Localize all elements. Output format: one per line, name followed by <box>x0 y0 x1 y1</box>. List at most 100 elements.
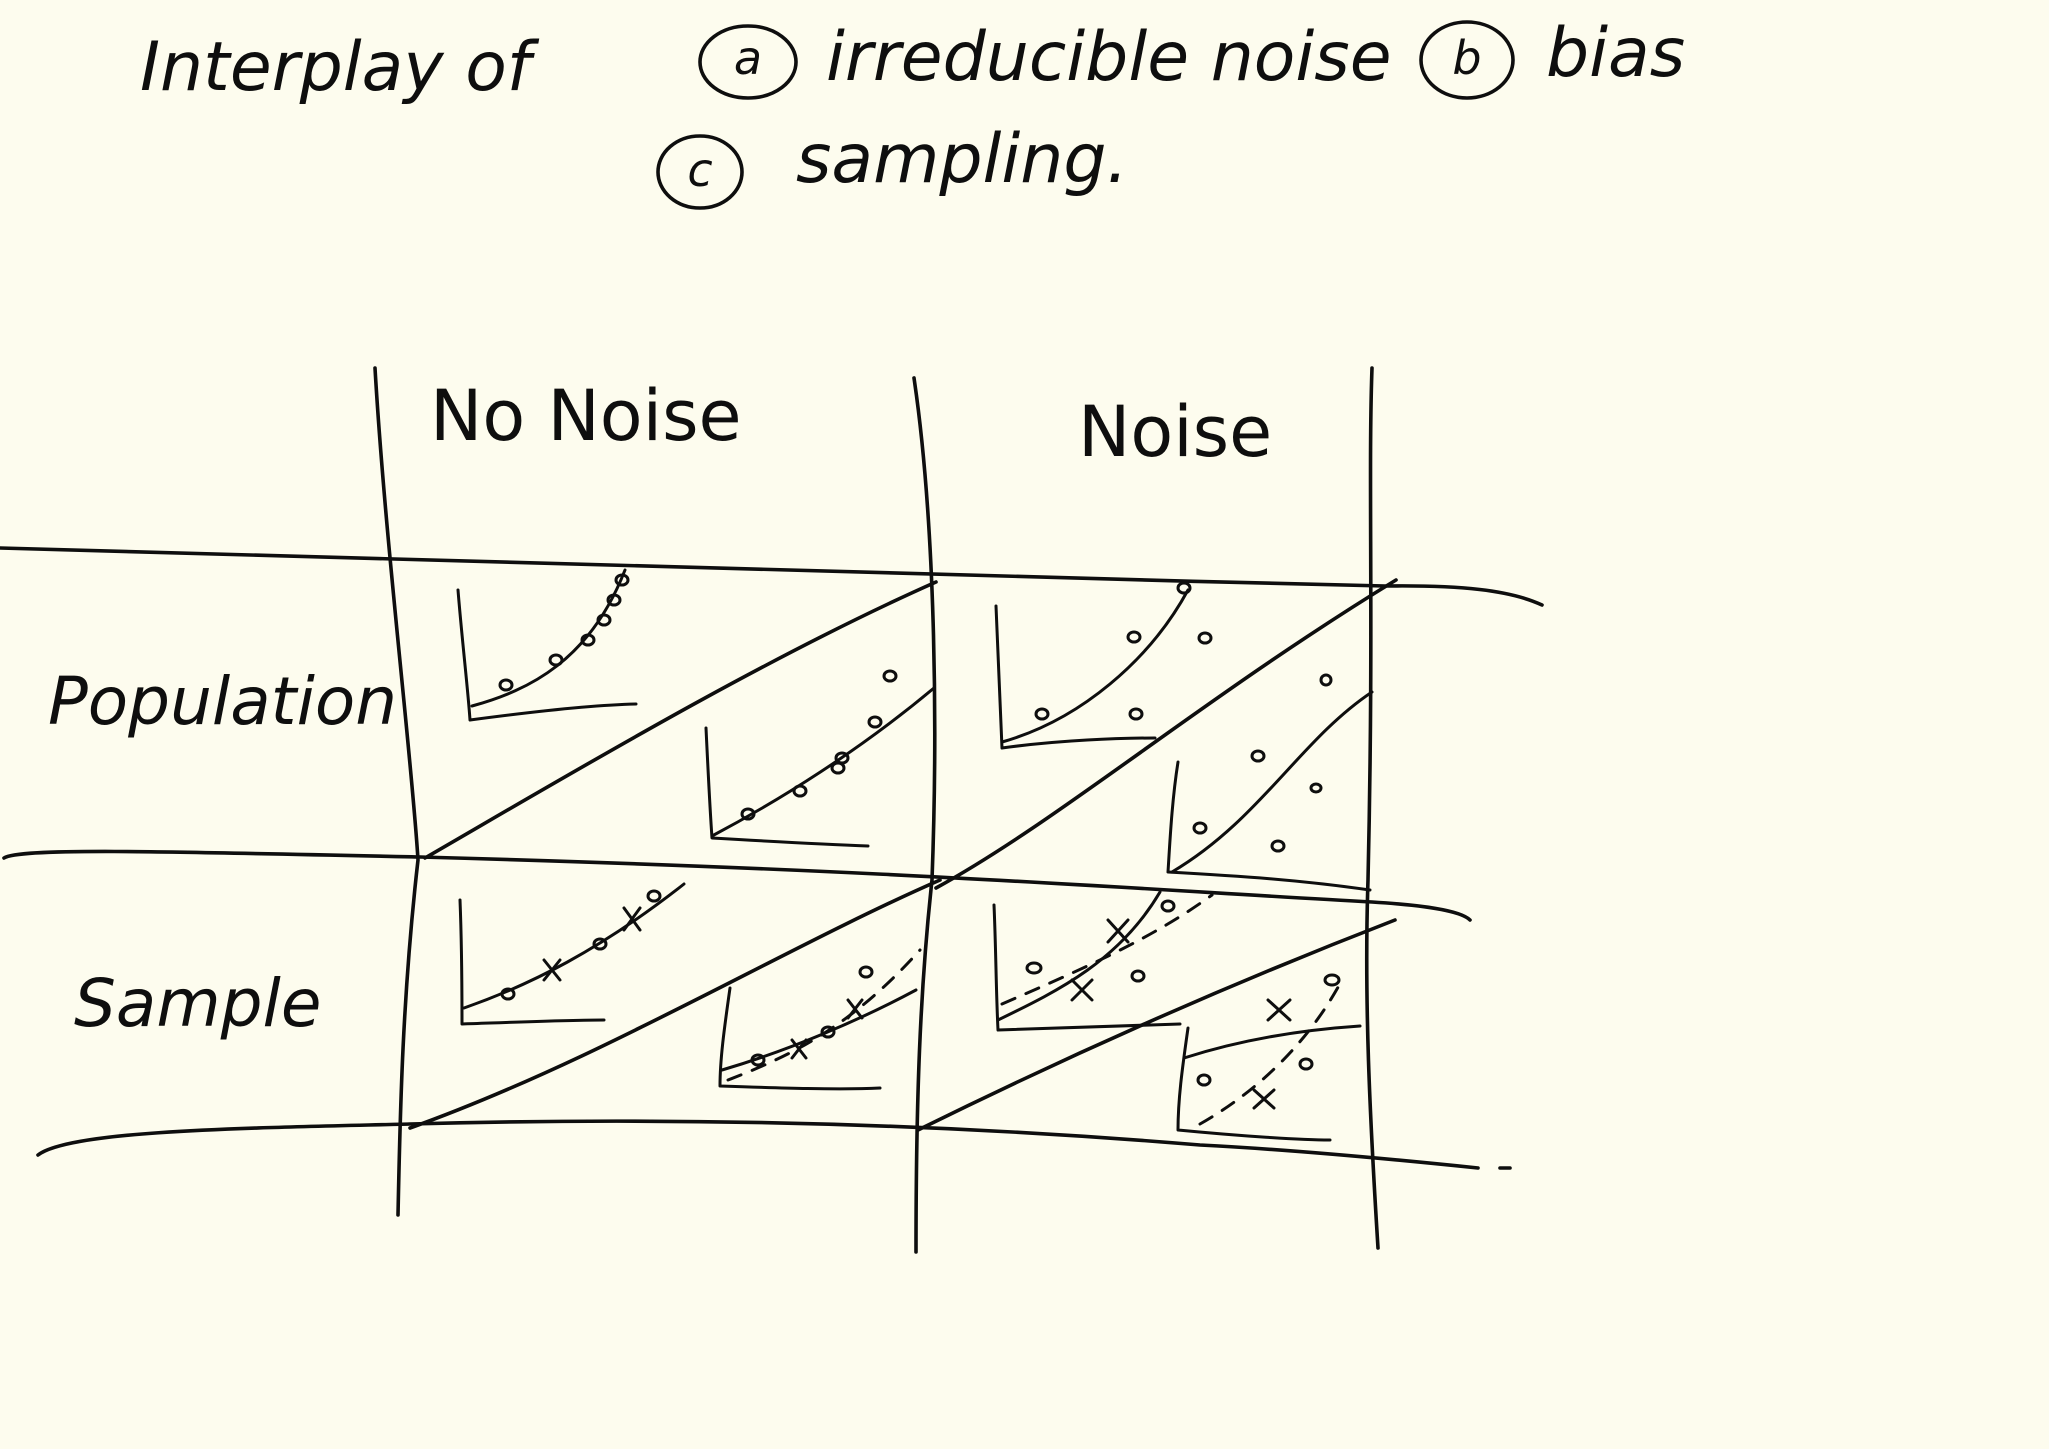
diagonal-population-noise <box>934 578 1398 890</box>
title-item-c: c sampling. <box>656 120 1128 210</box>
fit-line <box>1170 690 1374 874</box>
row-header-sample: Sample <box>74 965 321 1042</box>
data-point <box>858 965 874 979</box>
title-text-b: bias <box>1546 14 1685 93</box>
title-letter-b: b <box>1452 31 1481 85</box>
mini-plot-sample-no-noise-a <box>458 882 686 1026</box>
sample-marks <box>1070 918 1130 1002</box>
data-point <box>1309 782 1323 794</box>
plot-axes <box>704 726 870 848</box>
sample-x-mark <box>1106 918 1130 944</box>
title-text-a: irreducible noise <box>826 18 1392 97</box>
data-point <box>1034 707 1050 721</box>
mini-plot-population-no-noise-a <box>456 568 638 722</box>
data-point <box>1130 969 1146 983</box>
fit-curve <box>462 882 686 1010</box>
plot-axes <box>1176 1026 1332 1142</box>
plot-axes <box>992 903 1182 1032</box>
data-points <box>740 669 898 821</box>
data-point <box>1128 707 1144 721</box>
data-point <box>1250 749 1266 763</box>
sample-x-mark <box>622 906 642 932</box>
data-point <box>1197 631 1213 645</box>
data-points <box>498 573 630 692</box>
grid-line-middle <box>912 376 937 1254</box>
title-block: Interplay of a irreducible noise b bias … <box>140 14 1685 210</box>
grid-line-left <box>373 366 420 1217</box>
title-item-a: a irreducible noise <box>698 18 1392 100</box>
data-point <box>500 987 516 1001</box>
data-point <box>1025 961 1043 975</box>
sample-marks <box>542 906 642 982</box>
data-point <box>830 761 846 775</box>
fit-line <box>1182 1024 1362 1060</box>
mini-plot-population-noise-b <box>1166 673 1374 892</box>
data-point <box>580 633 596 647</box>
data-point <box>740 807 756 821</box>
data-point <box>1192 821 1208 835</box>
data-point <box>1270 839 1286 853</box>
data-points <box>1196 973 1341 1087</box>
plot-axes <box>994 604 1157 750</box>
title-letter-a: a <box>734 31 762 85</box>
data-point <box>1160 899 1176 913</box>
title-text-c: sampling. <box>796 120 1128 199</box>
grid-lines <box>0 366 1544 1254</box>
sample-x-mark <box>542 958 562 982</box>
data-point <box>820 1025 836 1039</box>
data-point <box>1298 1057 1314 1071</box>
panel-population-no-noise <box>456 568 936 848</box>
fit-curve <box>996 890 1162 1022</box>
mini-plot-population-noise-a <box>994 581 1213 750</box>
data-point <box>1176 581 1192 595</box>
data-points <box>1025 899 1176 983</box>
sample-marks <box>1252 998 1292 1110</box>
sample-x-mark <box>790 1038 808 1060</box>
plot-axes <box>718 986 882 1091</box>
sample-fit-dashed <box>1000 893 1214 1006</box>
data-point <box>548 653 564 667</box>
panel-sample-no-noise <box>458 882 922 1091</box>
plot-axes <box>458 898 606 1026</box>
column-header-noise: Noise <box>1078 391 1272 473</box>
plot-axes <box>1166 760 1372 892</box>
diagonal-sample-no-noise <box>408 878 942 1130</box>
sample-fit-dashed <box>726 948 922 1082</box>
data-point <box>792 784 808 798</box>
grid-line-row-divider <box>2 849 1472 922</box>
circle-b-icon <box>1419 20 1515 100</box>
sample-x-mark <box>1070 978 1094 1002</box>
fit-curve <box>470 568 627 708</box>
row-header-population: Population <box>48 663 397 740</box>
diagonal-population-no-noise <box>423 580 938 860</box>
data-point <box>606 593 622 607</box>
sample-x-mark <box>1252 1088 1276 1110</box>
plot-axes <box>456 588 638 722</box>
data-point <box>646 889 662 903</box>
title-lead: Interplay of <box>140 28 540 107</box>
data-point <box>1323 973 1341 987</box>
circle-a-icon <box>698 24 798 100</box>
mini-plot-sample-noise-a <box>992 890 1214 1032</box>
mini-plot-population-no-noise-b <box>704 669 936 848</box>
grid-line-bottom <box>36 1119 1480 1170</box>
fit-curve <box>1000 588 1190 744</box>
grid-line-top <box>0 546 1544 607</box>
data-point <box>1126 630 1142 644</box>
data-points <box>1192 673 1333 853</box>
circle-c-icon <box>656 134 744 210</box>
data-point <box>1319 673 1333 687</box>
title-letter-c: c <box>687 143 712 197</box>
data-points <box>1034 581 1213 721</box>
data-points <box>500 889 662 1001</box>
panel-sample-noise <box>992 890 1362 1142</box>
data-point <box>882 669 898 683</box>
panel-population-noise <box>994 581 1374 892</box>
data-point <box>750 1053 766 1067</box>
data-points <box>750 965 874 1067</box>
data-point <box>614 573 630 587</box>
data-point <box>1196 1073 1212 1087</box>
title-item-b: b bias <box>1419 14 1685 100</box>
data-point <box>867 715 883 729</box>
